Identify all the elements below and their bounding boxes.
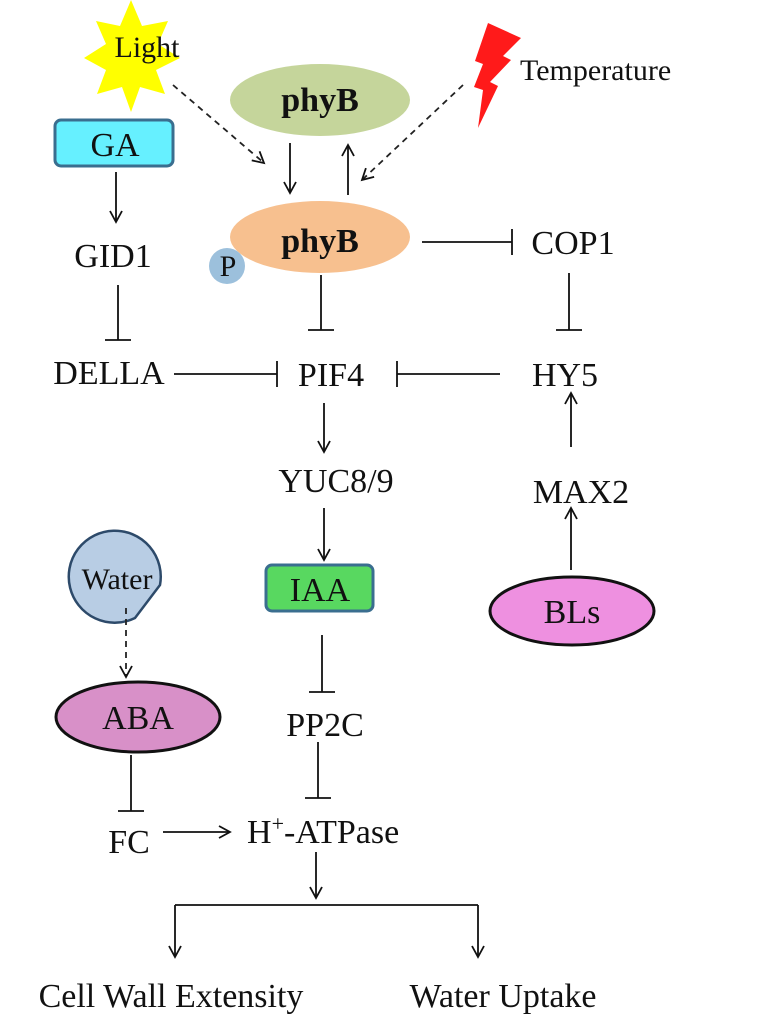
hy5-label: HY5: [532, 357, 598, 394]
fc-label: FC: [108, 824, 150, 861]
bls-ellipse: [488, 575, 656, 647]
water-label: Water: [82, 563, 153, 596]
temperature-to-phyb-edge: [360, 84, 464, 182]
aba-inhibits-fc-edge: [118, 755, 144, 812]
phyb-inactive-ellipse: [230, 64, 410, 136]
phyb-active-ellipse: [230, 201, 410, 273]
phyb-inhibits-pif4-edge: [308, 275, 334, 331]
temperature-bolt-icon: [474, 23, 521, 128]
bls-label: BLs: [544, 594, 601, 631]
h-atpase-label: H+-ATPase: [247, 811, 399, 851]
della-label: DELLA: [53, 355, 165, 392]
aba-label: ABA: [102, 700, 174, 737]
cop1-inhibits-hy5-edge: [556, 273, 582, 331]
pp2c-label: PP2C: [286, 707, 364, 744]
max2-label: MAX2: [533, 474, 629, 511]
hy5-inhibits-pif4-edge: [396, 361, 500, 387]
phosphate-circle: [209, 248, 245, 284]
light-to-phyb-edge: [172, 84, 266, 165]
water-uptake-label: Water Uptake: [410, 978, 597, 1015]
h-atpase-superscript: +: [272, 811, 284, 836]
iaa-label: IAA: [290, 572, 351, 609]
aba-ellipse: [54, 680, 222, 754]
h-atpase-prefix: H: [247, 814, 272, 851]
pif4-label: PIF4: [298, 357, 364, 394]
phosphate-label: P: [220, 250, 237, 283]
phyb-inactive-label: phyB: [281, 82, 359, 119]
cop1-label: COP1: [531, 225, 614, 262]
h-atpase-suffix: -ATPase: [284, 814, 399, 851]
ga-box: [53, 118, 175, 168]
phyb-inhibits-cop1-edge: [422, 229, 513, 255]
cell-wall-extensity-label: Cell Wall Extensity: [39, 978, 304, 1015]
yuc89-label: YUC8/9: [278, 463, 393, 500]
light-burst-icon: [84, 0, 180, 112]
light-label: Light: [115, 31, 181, 64]
iaa-inhibits-pp2c-edge: [309, 635, 335, 693]
phyb-active-label: phyB: [281, 223, 359, 260]
water-droplet-icon: [67, 529, 162, 624]
gid1-label: GID1: [74, 238, 151, 275]
pp2c-inhibits-atpase-edge: [305, 742, 331, 799]
ga-label: GA: [90, 127, 140, 164]
iaa-box: [264, 563, 375, 613]
della-inhibits-pif4-edge: [174, 361, 278, 387]
gid1-inhibits-della-edge: [105, 285, 131, 341]
temperature-label: Temperature: [520, 54, 671, 87]
